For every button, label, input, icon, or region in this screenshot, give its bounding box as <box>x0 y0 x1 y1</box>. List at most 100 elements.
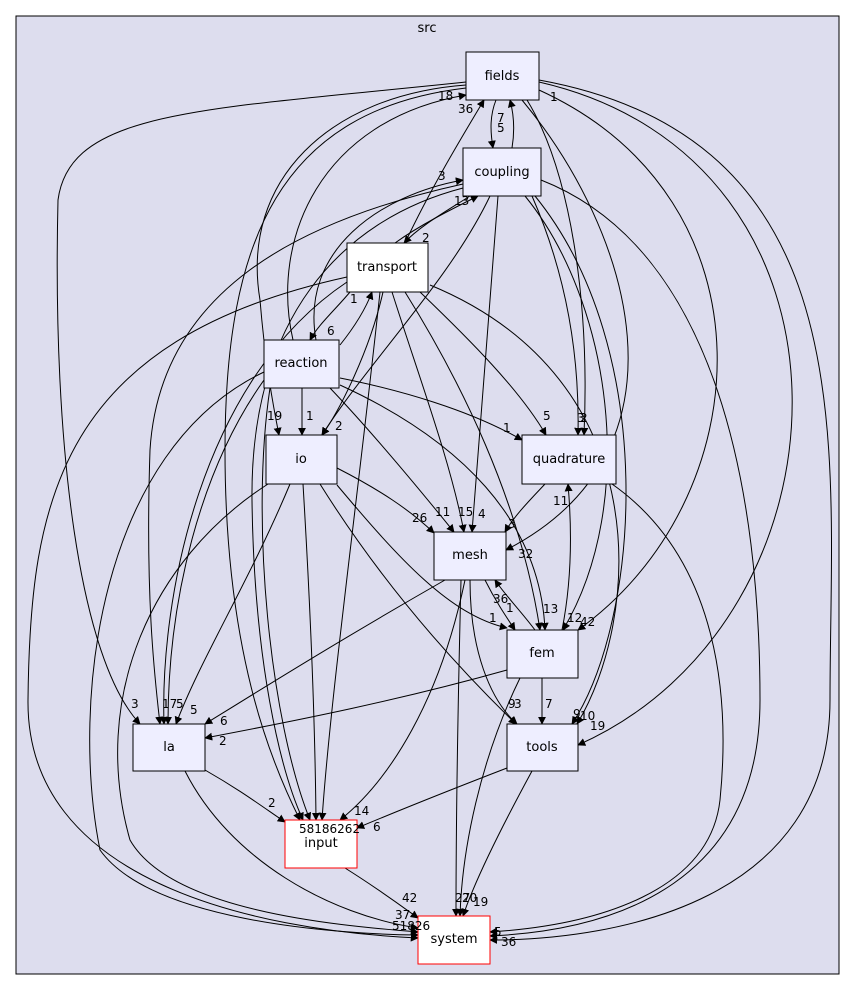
edge-transport-quadrature <box>419 291 547 436</box>
edge-label: 1 <box>489 611 497 625</box>
edge-coupling-io <box>321 195 491 436</box>
edge-label: 10 <box>580 709 595 723</box>
edge-label: 2 <box>268 796 276 810</box>
node-label-quadrature: quadrature <box>533 452 605 467</box>
node-la[interactable]: la <box>132 723 206 772</box>
node-io[interactable]: io <box>265 434 338 485</box>
edge-coupling-quadrature <box>531 195 583 436</box>
edge-label: 2 <box>219 734 227 748</box>
edges <box>27 79 833 944</box>
node-transport[interactable]: transport <box>346 242 429 293</box>
edge-label: 11 <box>553 494 568 508</box>
edge-fem-la <box>204 669 508 741</box>
edge-label: 4 <box>478 507 486 521</box>
node-quadrature[interactable]: quadrature <box>521 434 617 485</box>
edge-label: 20 <box>462 891 477 905</box>
edge-transport-fields <box>404 99 485 244</box>
edge-reaction-mesh <box>329 387 455 533</box>
edge-label: 58186262 <box>299 822 360 836</box>
edge-reaction-la <box>164 379 265 725</box>
node-fem[interactable]: fem <box>506 629 579 679</box>
node-label-system: system <box>431 932 478 947</box>
edge-reaction-system <box>89 371 419 939</box>
edge-input-system <box>344 867 419 919</box>
edge-quadrature-system <box>489 483 724 936</box>
edge-coupling-system <box>489 179 761 940</box>
node-label-fields: fields <box>485 69 520 84</box>
edge-label: 7 <box>545 697 553 711</box>
edge-label: 1 <box>506 601 514 615</box>
node-label-tools: tools <box>526 740 558 755</box>
edge-label: 13 <box>543 602 558 616</box>
edge-label: 19 <box>473 895 488 909</box>
node-mesh[interactable]: mesh <box>433 531 507 581</box>
node-coupling[interactable]: coupling <box>462 147 542 197</box>
node-label-fem: fem <box>529 646 554 661</box>
node-input[interactable]: input <box>284 819 358 869</box>
node-fields[interactable]: fields <box>465 51 540 101</box>
edge-label: 36 <box>458 102 473 116</box>
edge-label: 37 <box>395 908 410 922</box>
edge-label: 5 <box>494 925 502 939</box>
edge-label: 2 <box>580 411 588 425</box>
edge-quadrature-mesh <box>504 483 546 533</box>
node-label-io: io <box>295 452 307 467</box>
edge-label: 17 <box>162 697 177 711</box>
edge-reaction-fields <box>287 92 467 341</box>
edge-coupling-la <box>148 183 464 725</box>
edge-io-la <box>174 483 291 725</box>
edge-coupling-fem <box>524 195 608 631</box>
edge-label: 1 <box>503 421 511 435</box>
node-label-coupling: coupling <box>474 165 529 180</box>
edge-transport-fem <box>404 291 543 631</box>
edge-label: 5 <box>497 121 505 135</box>
edge-label: 42 <box>580 615 595 629</box>
node-label-la: la <box>163 740 175 755</box>
edge-label: 7 <box>497 111 505 125</box>
edge-io-mesh <box>336 467 435 534</box>
edge-fields-fem <box>538 89 718 631</box>
edge-label: 11 <box>435 505 450 519</box>
edge-la-system <box>184 770 419 931</box>
edge-fem-quadrature <box>561 483 573 631</box>
edge-label: 19 <box>267 409 282 423</box>
edge-label: 5 <box>176 697 184 711</box>
edge-label: 15 <box>458 505 473 519</box>
edge-coupling-input <box>251 187 464 821</box>
edge-tools-input <box>356 767 508 829</box>
node-tools[interactable]: tools <box>506 723 579 772</box>
edge-label: 36 <box>493 592 508 606</box>
edge-label: 13 <box>454 194 469 208</box>
edge-fields-coupling <box>487 99 497 149</box>
cluster-label: src <box>418 21 437 36</box>
edge-coupling-mesh <box>468 195 499 533</box>
edge-label: 42 <box>402 891 417 905</box>
edge-label: 5 <box>190 703 198 717</box>
edge-label: 6 <box>220 714 228 728</box>
edge-label: 1 <box>306 409 314 423</box>
edge-fields-input <box>224 87 467 821</box>
node-label-mesh: mesh <box>452 548 488 563</box>
node-system[interactable]: system <box>417 915 491 965</box>
edge-label: 36 <box>501 935 516 949</box>
edge-la-input <box>204 769 286 823</box>
edge-fields-tools <box>538 81 793 746</box>
edge-io-system <box>117 483 419 936</box>
edge-fields-system <box>489 79 833 944</box>
edge-label: 3 <box>577 411 585 425</box>
edge-label: 3 <box>514 697 522 711</box>
edge-transport-la <box>159 281 348 725</box>
edge-label: 2 <box>335 419 343 433</box>
edge-tools-system <box>461 770 533 917</box>
edge-label: 2 <box>422 231 430 245</box>
edge-label: 14 <box>354 804 369 818</box>
edge-mesh-system <box>452 579 462 917</box>
edge-transport-reaction <box>309 291 351 341</box>
edge-io-fem <box>336 484 508 631</box>
node-reaction[interactable]: reaction <box>263 339 340 389</box>
edge-label: 1 <box>350 292 358 306</box>
edge-mesh-fem <box>484 579 516 631</box>
edge-mesh-input <box>339 579 466 821</box>
edge-mesh-la <box>204 579 446 725</box>
edge-labels: 18 36 1 7 5 3 13 2 1 6 19 1 2 1 5 3 2 11… <box>131 89 605 949</box>
